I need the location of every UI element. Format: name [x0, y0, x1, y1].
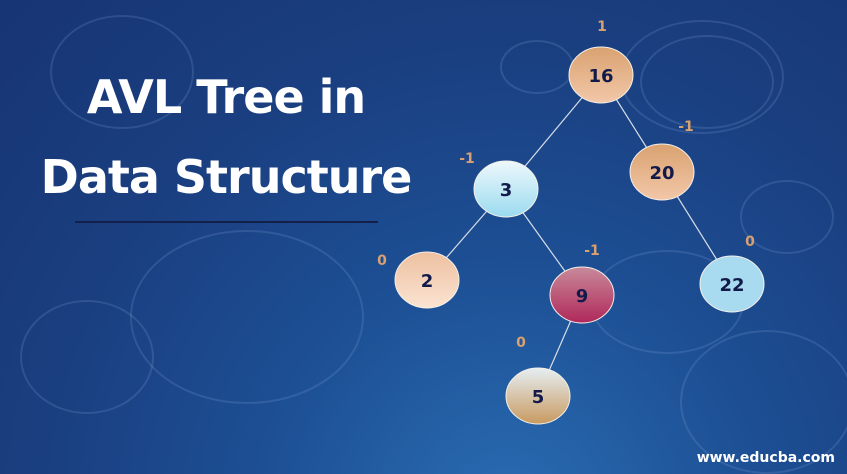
node-value: 20 [649, 163, 674, 184]
balance-factor: 0 [516, 335, 526, 351]
node-circle [568, 46, 634, 104]
node-circle [549, 266, 615, 324]
tree-node: 22 0 [699, 234, 765, 313]
tree-node: 20 -1 [629, 119, 695, 201]
tree-node: 9 -1 [549, 243, 615, 324]
tree-node: 3 -1 [459, 151, 539, 218]
tree-node: 16 1 [568, 19, 634, 104]
node-circle [629, 143, 695, 201]
node-value: 2 [421, 271, 434, 292]
brand-url: www.educba.com [696, 450, 835, 466]
node-value: 16 [588, 66, 613, 87]
title-line-1: AVL Tree in [86, 70, 366, 124]
balance-factor: -1 [459, 151, 475, 167]
node-value: 22 [719, 275, 744, 296]
balance-factor: 1 [597, 19, 607, 35]
node-circle [699, 255, 765, 313]
node-circle [473, 160, 539, 218]
tree-node: 50 [505, 335, 571, 425]
balance-factor: -1 [678, 119, 694, 135]
node-value: 3 [500, 180, 513, 201]
balance-factor: 0 [745, 234, 755, 250]
balance-factor: 0 [377, 253, 387, 269]
balance-factor: -1 [584, 243, 600, 259]
title-divider [75, 221, 378, 223]
node-circle [505, 367, 571, 425]
title-line-2: Data Structure [40, 150, 413, 204]
node-value: 9 [576, 286, 589, 307]
node-value: 5 [532, 387, 545, 408]
node-circle [394, 251, 460, 309]
tree-node: 20 [377, 251, 460, 309]
